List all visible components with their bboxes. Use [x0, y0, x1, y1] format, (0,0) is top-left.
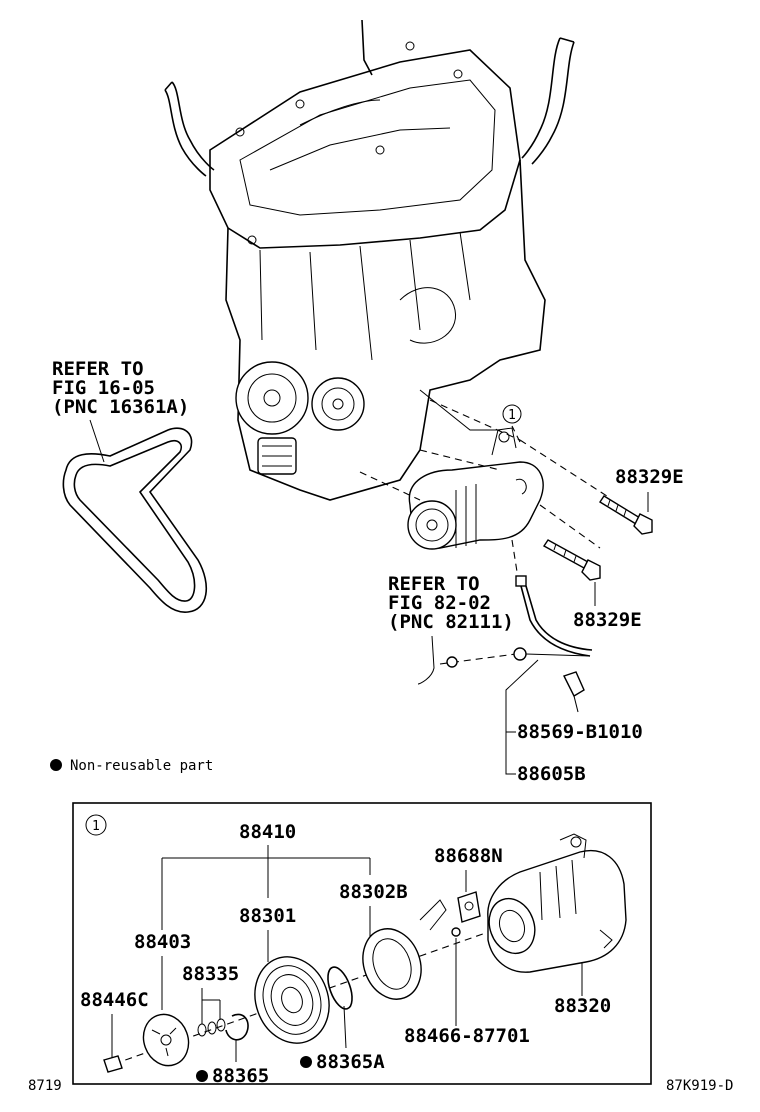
circle-ref-number: 1: [508, 408, 516, 423]
mount-dash-4: [419, 449, 501, 471]
detail-circle-ref-marker: [85, 814, 107, 836]
snap-ring-label: 88365: [212, 1065, 269, 1087]
circle-ref-marker: [502, 404, 522, 424]
relief-valve-label: 88466-87701: [404, 1025, 530, 1047]
refer-pipe-leader: [417, 635, 435, 685]
mount-dash-3: [539, 504, 601, 549]
detail-circle-ref-number: 1: [92, 819, 100, 834]
drive-belt-drawing: [62, 427, 207, 613]
refer-belt-line-3: (PNC 16361A): [52, 396, 189, 418]
footer-left-code: 8719: [28, 1078, 62, 1094]
gasket-label: 88688N: [434, 845, 503, 867]
assembly-label: 88410: [239, 821, 296, 843]
harness-label: 88605B: [517, 763, 586, 785]
footer-right-code: 87K919-D: [666, 1078, 733, 1094]
pressure-plate-label: 88403: [134, 931, 191, 953]
exploded-parts-drawing: [103, 833, 627, 1073]
snap-ring-a-label: 88365A: [316, 1051, 385, 1073]
shim-bracket: [201, 988, 221, 1024]
stator-label: 88302B: [339, 881, 408, 903]
pulley-label: 88301: [239, 905, 296, 927]
refer-pipe-line-2: FIG 82-02: [388, 592, 491, 614]
bolt-lower-drawing: [542, 539, 601, 581]
assembly-bracket: [161, 845, 371, 930]
legend-non-reusable: Non-reusable part: [70, 758, 213, 774]
snap-ring-a-dot: [300, 1056, 312, 1068]
compressor-label: 88320: [554, 995, 611, 1017]
refer-belt-leader: [89, 419, 105, 463]
shim-label: 88335: [182, 963, 239, 985]
mount-dash-6: [511, 539, 519, 579]
compressor-mounted-drawing: [407, 427, 544, 550]
sensor-label: 88569-B1010: [517, 721, 643, 743]
mount-dash-7: [511, 425, 521, 443]
refer-belt-line-1: REFER TO: [52, 358, 144, 380]
refer-pipe-line-1: REFER TO: [388, 573, 480, 595]
detail-frame: [72, 802, 652, 1085]
harness-drawing: [439, 575, 593, 713]
bolt-upper-drawing: [599, 495, 653, 535]
refer-belt-line-2: FIG 16-05: [52, 377, 155, 399]
engine-assembly-drawing: [164, 19, 575, 501]
mount-dash-2: [519, 439, 611, 499]
non-reusable-dot: [50, 759, 62, 771]
snap-ring-dot: [196, 1070, 208, 1082]
snap-ring-a-leader: [343, 1005, 347, 1049]
refer-pipe-line-3: (PNC 82111): [388, 611, 514, 633]
bolt-detail-label: 88446C: [80, 989, 149, 1011]
bolt-upper-label: 88329E: [615, 466, 684, 488]
harness-bracket: [505, 659, 539, 775]
bolt-lower-label: 88329E: [573, 609, 642, 631]
mount-dash-1: [429, 399, 521, 441]
